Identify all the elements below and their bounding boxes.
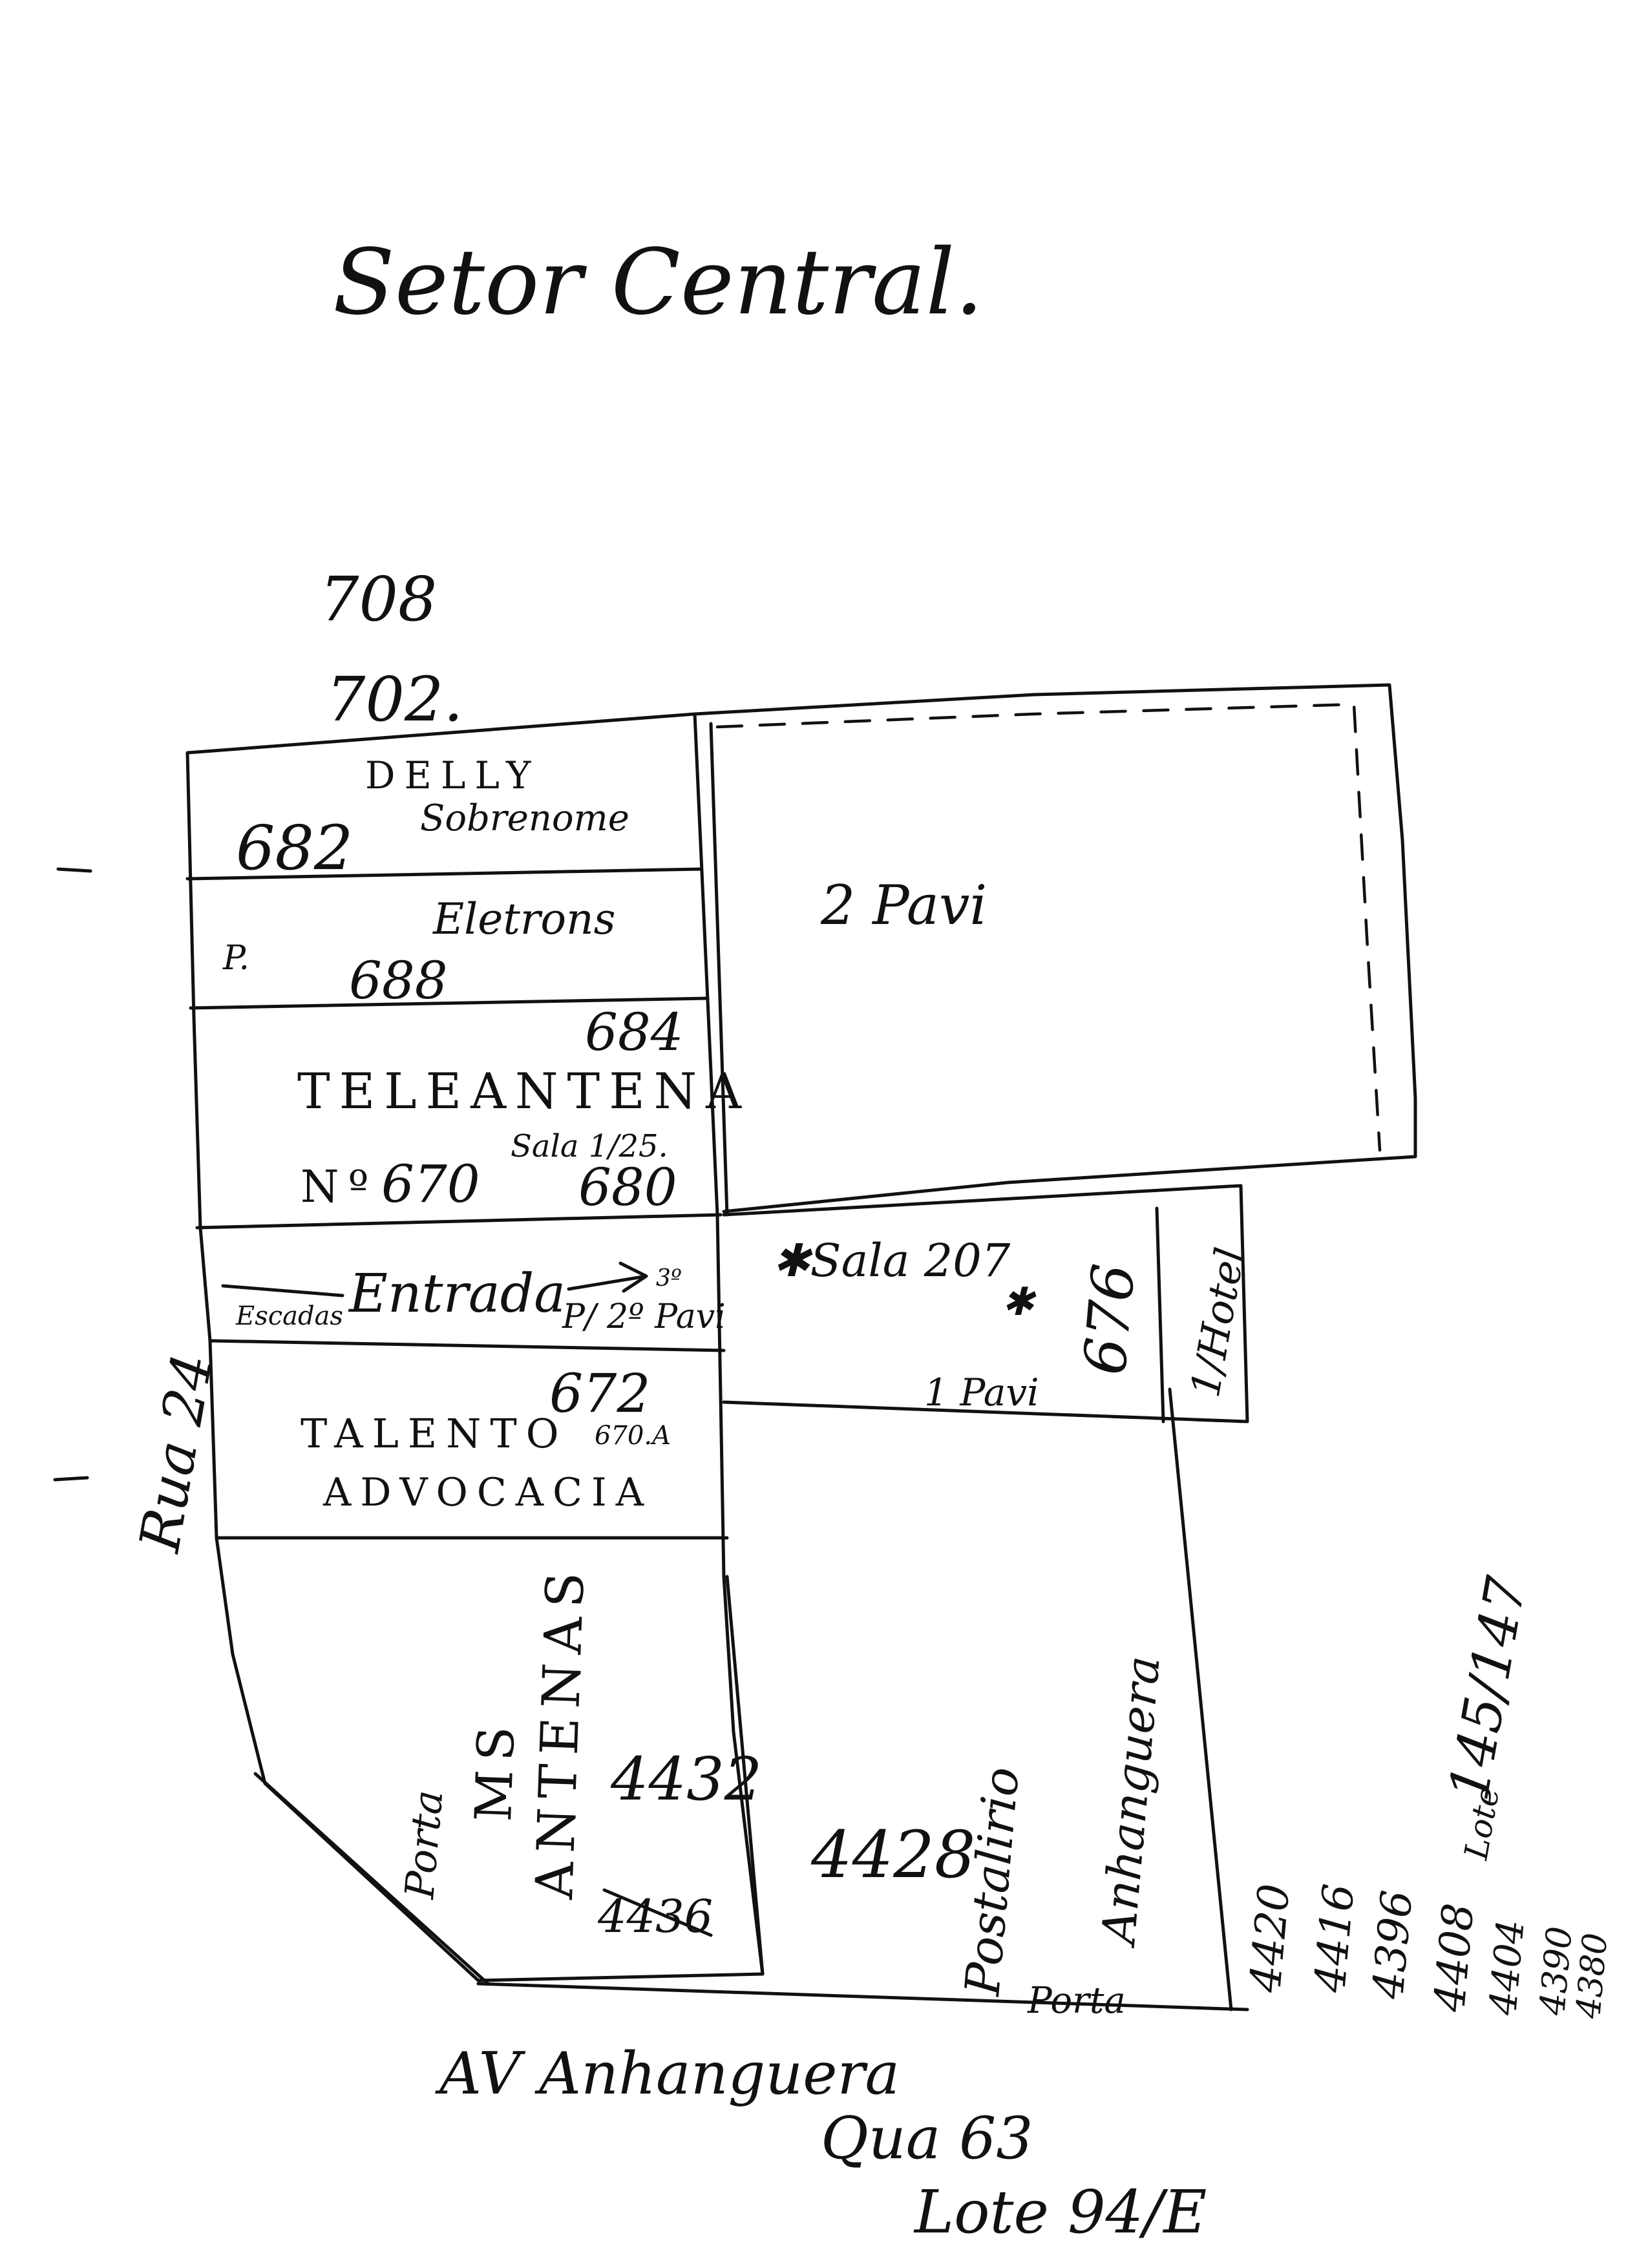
strike-4436 bbox=[602, 1888, 713, 1937]
street-rua-24: Rua 24 bbox=[127, 1349, 226, 1558]
label-676: 676 bbox=[1071, 1261, 1148, 1378]
label-684: 684 bbox=[585, 1002, 684, 1062]
label-sobrenome: Sobrenome bbox=[420, 797, 629, 839]
label-sala207: ✱Sala 207 bbox=[772, 1234, 1011, 1287]
address-3: 4396 bbox=[1363, 1888, 1422, 2001]
divider-688 bbox=[189, 996, 710, 1010]
label-p: P. bbox=[222, 939, 249, 978]
escadas-line bbox=[221, 1284, 344, 1297]
lote-label: Lote 94/E bbox=[913, 2178, 1207, 2247]
porta-diagonal bbox=[253, 1772, 490, 1986]
label-teleantena: TELEANTENA bbox=[297, 1062, 750, 1120]
label-star: ✱ bbox=[1002, 1279, 1037, 1325]
avenue-line bbox=[476, 1982, 1249, 2011]
left-building-outline bbox=[185, 712, 765, 1982]
label-670a: 670.A bbox=[595, 1421, 671, 1451]
label-eletrons: Eletrons bbox=[432, 894, 616, 944]
label-escadas: Escadas bbox=[235, 1301, 343, 1331]
lot-ref: 145/147 bbox=[1437, 1571, 1538, 1805]
label-anhanguera: Anhanguera bbox=[1091, 1654, 1170, 1949]
label-p-20pavi: P/ 2º Pavi bbox=[562, 1297, 726, 1336]
avenue-label: AV Anhanguera bbox=[435, 2040, 900, 2108]
label-682: 682 bbox=[236, 813, 353, 884]
label-670: 670 bbox=[381, 1154, 480, 1214]
label-entrada: Entrada bbox=[348, 1263, 565, 1325]
margin-mark-2 bbox=[53, 1476, 89, 1482]
label-pavi: 2 Pavi bbox=[820, 874, 987, 937]
label-4436: 4436 bbox=[597, 1890, 713, 1943]
number-702: 702. bbox=[326, 664, 463, 735]
quadra-label: Qua 63 bbox=[821, 2105, 1033, 2172]
title: Setor Central. bbox=[333, 230, 984, 335]
label-porta-bottom: Porta bbox=[1027, 1980, 1126, 2022]
label-porta-left: Porta bbox=[396, 1789, 452, 1902]
address-6: 4390 bbox=[1532, 1925, 1580, 2017]
address-7: 4380 bbox=[1569, 1931, 1615, 2021]
margin-mark-1 bbox=[56, 867, 92, 873]
label-delly: DELLY bbox=[365, 753, 540, 797]
divider-teleantena bbox=[195, 1213, 723, 1230]
entrada-arrow bbox=[567, 1261, 648, 1293]
address-2: 4416 bbox=[1305, 1882, 1364, 1995]
address-1: 4420 bbox=[1240, 1882, 1299, 1995]
label-antenas: ANTENAS bbox=[524, 1562, 596, 1901]
divider-682 bbox=[185, 867, 703, 881]
pavi-block-outline bbox=[693, 683, 1417, 1213]
label-672: 672 bbox=[549, 1363, 651, 1425]
address-5: 4404 bbox=[1481, 1918, 1533, 2017]
address-4: 4408 bbox=[1424, 1901, 1483, 2014]
label-no: Nº bbox=[301, 1162, 377, 1213]
hotel-divider bbox=[1155, 1206, 1165, 1423]
number-708: 708 bbox=[320, 564, 437, 635]
divider-vertical-postalirio bbox=[1168, 1387, 1233, 2011]
label-4428: 4428 bbox=[810, 1817, 976, 1893]
divider-vertical-inner bbox=[709, 722, 729, 1217]
divider-entrada bbox=[208, 1339, 726, 1352]
sala207-dashed bbox=[725, 1400, 1243, 1423]
label-salas: Sala 1/25. bbox=[511, 1128, 668, 1164]
divider-vertical-ms bbox=[725, 1575, 765, 1976]
label-680: 680 bbox=[578, 1157, 677, 1217]
pavi-dashed-outline bbox=[715, 702, 1382, 1152]
label-pavi1: 1 Pavi bbox=[924, 1370, 1039, 1414]
label-advocacia: ADVOCACIA bbox=[322, 1470, 653, 1515]
label-arrow-3: 3º bbox=[656, 1265, 682, 1292]
label-talento: TALENTO bbox=[301, 1410, 568, 1457]
label-4432: 4432 bbox=[610, 1745, 762, 1814]
label-postalirio: Postalirio bbox=[955, 1765, 1030, 1999]
label-ms: MS bbox=[465, 1716, 527, 1822]
label-688: 688 bbox=[349, 950, 448, 1011]
